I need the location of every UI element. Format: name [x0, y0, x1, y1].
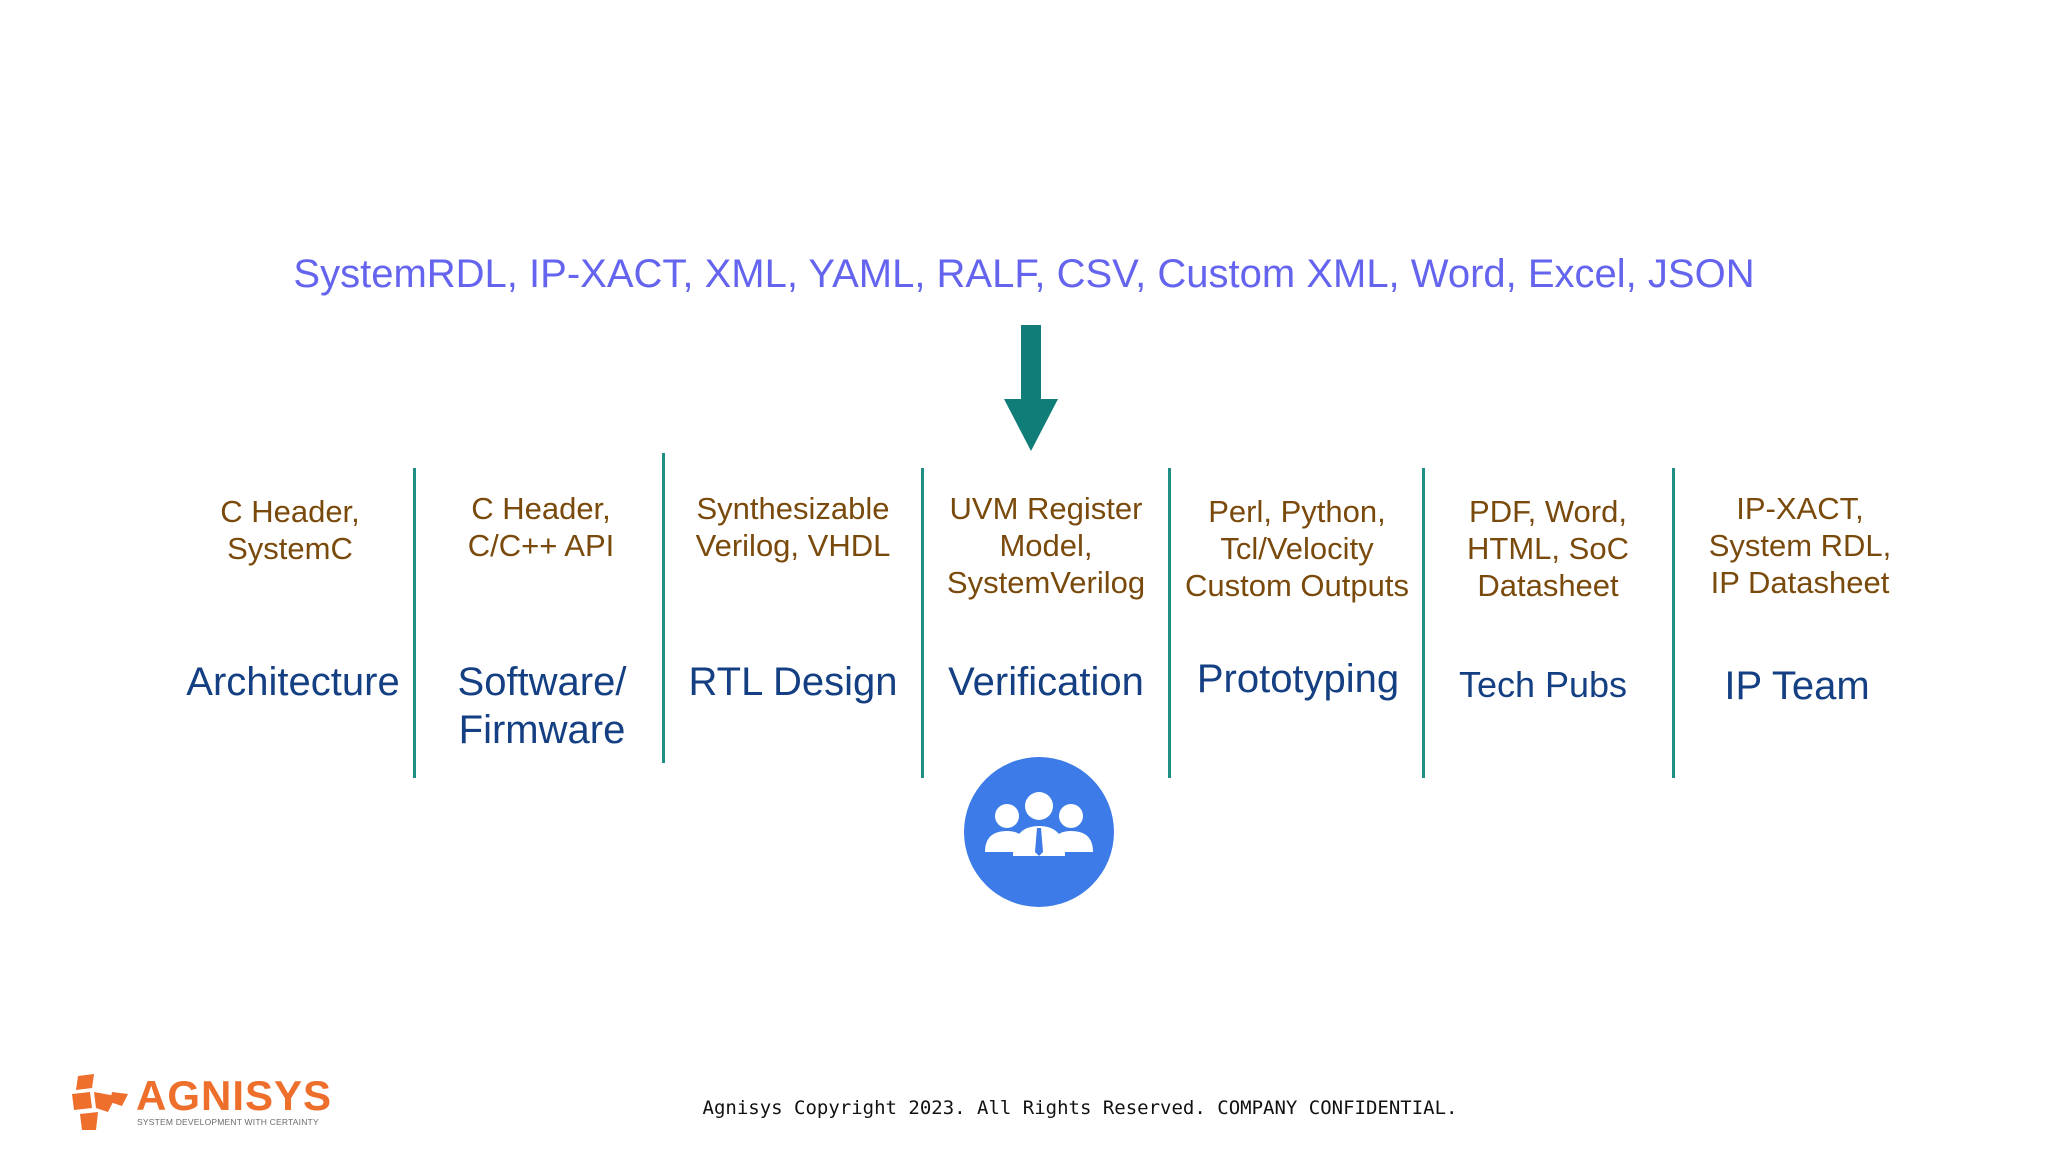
output-line: Synthesizable	[696, 491, 890, 526]
role-line: IP Team	[1724, 664, 1870, 708]
role-line: Tech Pubs	[1458, 664, 1628, 705]
role-rtl-design: RTL Design	[689, 658, 898, 706]
column-divider-3	[921, 468, 924, 778]
output-line: Verilog, VHDL	[695, 528, 891, 564]
logo-name: AGNISYS	[136, 1072, 333, 1119]
input-formats-text: SystemRDL, IP-XACT, XML, YAML, RALF, CSV…	[293, 252, 1755, 296]
output-line: IP-XACT,	[1736, 491, 1864, 526]
output-line: Custom Outputs	[1185, 568, 1409, 604]
column-divider-2	[662, 453, 665, 763]
output-line: PDF, Word,	[1469, 494, 1627, 529]
team-people-icon	[964, 757, 1114, 907]
outputs-verification: UVM Register Model, SystemVerilog	[947, 490, 1145, 602]
output-line: System RDL,	[1708, 528, 1892, 564]
role-verification: Verification	[948, 658, 1144, 706]
output-line: SystemVerilog	[946, 565, 1146, 601]
logo-shapes	[72, 1074, 128, 1130]
outputs-prototyping: Perl, Python, Tcl/Velocity Custom Output…	[1185, 493, 1409, 605]
team-icon-tie	[1035, 828, 1043, 856]
output-line: SystemC	[227, 531, 353, 567]
agnisys-logo-icon	[72, 1074, 128, 1130]
down-arrow-icon	[1004, 325, 1058, 451]
logo-tagline: SYSTEM DEVELOPMENT WITH CERTAINTY	[137, 1117, 319, 1127]
role-line: Prototyping	[1196, 657, 1400, 701]
output-line: C/C++ API	[467, 528, 615, 564]
outputs-ip-team: IP-XACT, System RDL, IP Datasheet	[1709, 490, 1892, 602]
outputs-rtl-design: Synthesizable Verilog, VHDL	[696, 490, 891, 564]
outputs-tech-pubs: PDF, Word, HTML, SoC Datasheet	[1467, 493, 1629, 605]
outputs-architecture: C Header, SystemC	[220, 493, 360, 567]
column-divider-1	[413, 468, 416, 778]
footer-copyright: Agnisys Copyright 2023. All Rights Reser…	[702, 1097, 1458, 1119]
output-line: C Header,	[220, 494, 360, 529]
column-divider-4	[1168, 468, 1171, 778]
output-line: Perl, Python,	[1208, 494, 1386, 529]
role-line: Software/	[457, 660, 627, 704]
output-line: HTML, SoC	[1467, 531, 1629, 567]
output-line: C Header,	[471, 491, 611, 526]
role-prototyping: Prototyping	[1197, 655, 1399, 703]
role-ip-team: IP Team	[1724, 662, 1869, 710]
output-line: IP Datasheet	[1710, 565, 1890, 601]
column-divider-5	[1422, 468, 1425, 778]
role-line: Architecture	[186, 660, 400, 704]
role-software-firmware: Software/ Firmware	[458, 658, 627, 754]
arrow-shaft	[1021, 325, 1041, 405]
outputs-software-firmware: C Header, C/C++ API	[468, 490, 614, 564]
role-tech-pubs: Tech Pubs	[1459, 663, 1627, 706]
role-line: RTL Design	[688, 660, 898, 704]
role-line: Firmware	[458, 708, 626, 752]
arrow-head	[1004, 399, 1058, 451]
role-architecture: Architecture	[186, 658, 399, 706]
output-line: Datasheet	[1477, 568, 1619, 604]
role-line: Verification	[948, 660, 1144, 704]
output-line: UVM Register	[949, 491, 1143, 526]
column-divider-6	[1672, 468, 1675, 778]
output-line: Tcl/Velocity	[1220, 531, 1374, 567]
output-line: Model,	[999, 528, 1093, 564]
